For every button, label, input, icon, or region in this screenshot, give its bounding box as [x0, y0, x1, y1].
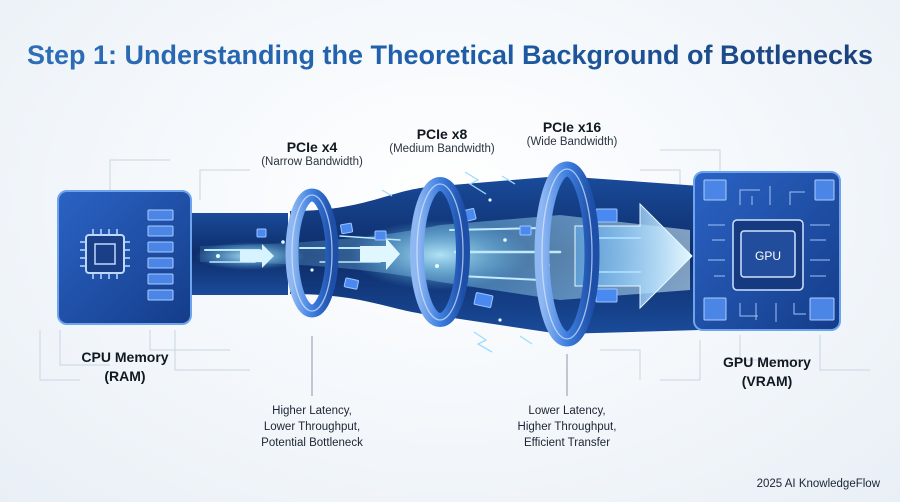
lane-x4-title: PCIe x4 — [286, 139, 338, 155]
gpu-memory-box: GPU — [693, 171, 841, 331]
cpu-memory-box — [57, 190, 192, 325]
gpu-memory-type: (VRAM) — [741, 373, 793, 389]
note-left-line-2: Lower Throughput, — [263, 421, 361, 433]
pcie-x16-ring — [534, 161, 600, 347]
wide-lane-note: Lower Latency, Higher Throughput, Effici… — [492, 403, 642, 451]
gpu-memory-label: GPU Memory (VRAM) — [702, 353, 832, 391]
note-left-line-1: Higher Latency, — [272, 405, 352, 417]
gpu-chip-label: GPU — [755, 249, 781, 263]
cpu-memory-type: (RAM) — [104, 368, 146, 384]
small-arrow-2 — [360, 238, 400, 270]
pcie-x4-ring — [285, 188, 339, 318]
data-packets — [256, 207, 618, 309]
lane-x8-subtitle: (Medium Bandwidth) — [389, 143, 495, 155]
lane-x4-subtitle: (Narrow Bandwidth) — [261, 156, 363, 168]
narrow-lane-note: Higher Latency, Lower Throughput, Potent… — [237, 403, 387, 451]
vram-module-icons — [703, 179, 835, 321]
gpu-traces — [708, 186, 830, 322]
lane-x8-title: PCIe x8 — [416, 126, 468, 142]
gpu-memory-name: GPU Memory — [723, 354, 811, 370]
footer-credit: 2025 AI KnowledgeFlow — [756, 478, 880, 490]
gpu-chip-icon — [732, 219, 804, 291]
cpu-memory-label: CPU Memory (RAM) — [60, 348, 190, 386]
note-left-line-3: Potential Bottleneck — [261, 437, 363, 449]
note-right-line-2: Higher Throughput, — [517, 421, 617, 433]
small-arrow-1 — [240, 244, 274, 268]
note-right-line-1: Lower Latency, — [528, 405, 606, 417]
lane-x16-subtitle: (Wide Bandwidth) — [526, 136, 618, 148]
page-title: Step 1: Understanding the Theoretical Ba… — [0, 40, 900, 71]
center-glow — [350, 220, 530, 290]
cpu-memory-name: CPU Memory — [81, 349, 169, 365]
lane-x16-title: PCIe x16 — [542, 119, 602, 135]
ram-module-icons — [147, 209, 174, 301]
spark-effects — [381, 171, 533, 353]
note-right-line-3: Efficient Transfer — [523, 437, 611, 449]
pcie-x8-ring — [410, 177, 470, 327]
cpu-chip-icon — [80, 229, 130, 279]
circuit-traces — [39, 149, 870, 381]
